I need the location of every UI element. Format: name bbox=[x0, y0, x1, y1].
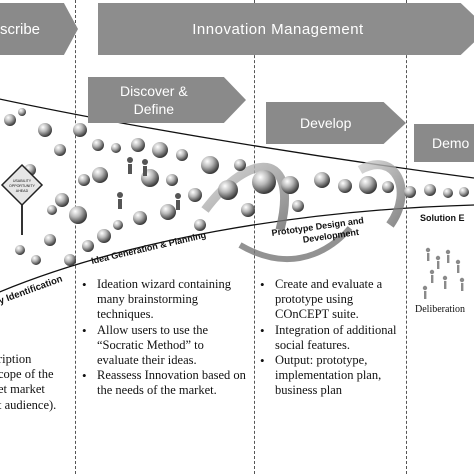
discover-bullet-list: Ideation wizard containing many brainsto… bbox=[82, 277, 248, 399]
idea-spheres bbox=[4, 108, 469, 266]
funnel-top-edge bbox=[0, 98, 474, 179]
svg-text:OPPORTUNITY: OPPORTUNITY bbox=[9, 184, 35, 188]
banner-discover-label: Discover & Define bbox=[120, 83, 188, 117]
banner-describe: scribe bbox=[0, 3, 78, 55]
banner-develop: Develop bbox=[266, 102, 406, 144]
deliberation-crowd-icon bbox=[422, 247, 465, 299]
deliberation-label: Deliberation bbox=[415, 304, 465, 315]
banner-deploy: Demo bbox=[414, 124, 474, 162]
phase-divider-describe bbox=[75, 0, 76, 474]
list-item: Create and evaluate a prototype using CO… bbox=[260, 277, 406, 323]
banner-describe-label: scribe bbox=[0, 20, 41, 38]
svg-text:USABILITY: USABILITY bbox=[13, 179, 32, 183]
swirl-arrow bbox=[357, 160, 406, 228]
list-item: Integration of additional social feature… bbox=[260, 323, 406, 353]
usability-sign-icon: USABILITY OPPORTUNITY AHEAD bbox=[0, 163, 44, 235]
banner-discover-define: Discover & Define bbox=[88, 77, 246, 123]
banner-develop-label: Develop bbox=[300, 115, 352, 131]
develop-bullet-list: Create and evaluate a prototype using CO… bbox=[260, 277, 406, 399]
phase-divider-discover bbox=[254, 0, 255, 474]
list-item: Allow users to use the “Socratic Method”… bbox=[82, 323, 248, 369]
list-item: Output: prototype, implementation plan, … bbox=[260, 353, 406, 399]
phase-label-identification: y Identification bbox=[0, 273, 64, 306]
banner-innovation-label: Innovation Management bbox=[192, 20, 364, 38]
swirl-arrow bbox=[238, 226, 353, 262]
people-group-icon bbox=[117, 157, 181, 210]
svg-text:AHEAD: AHEAD bbox=[16, 189, 29, 193]
phase-label-solution: Solution E bbox=[420, 213, 465, 223]
list-item: Ideation wizard containing many brainsto… bbox=[82, 277, 248, 323]
banner-innovation-management: Innovation Management bbox=[98, 3, 474, 55]
banner-deploy-label: Demo bbox=[432, 135, 470, 151]
phase-divider-develop bbox=[406, 0, 407, 474]
describe-description: ription cope of the et market t audience… bbox=[0, 352, 57, 412]
list-item: Reassess Innovation based on the needs o… bbox=[82, 368, 248, 398]
